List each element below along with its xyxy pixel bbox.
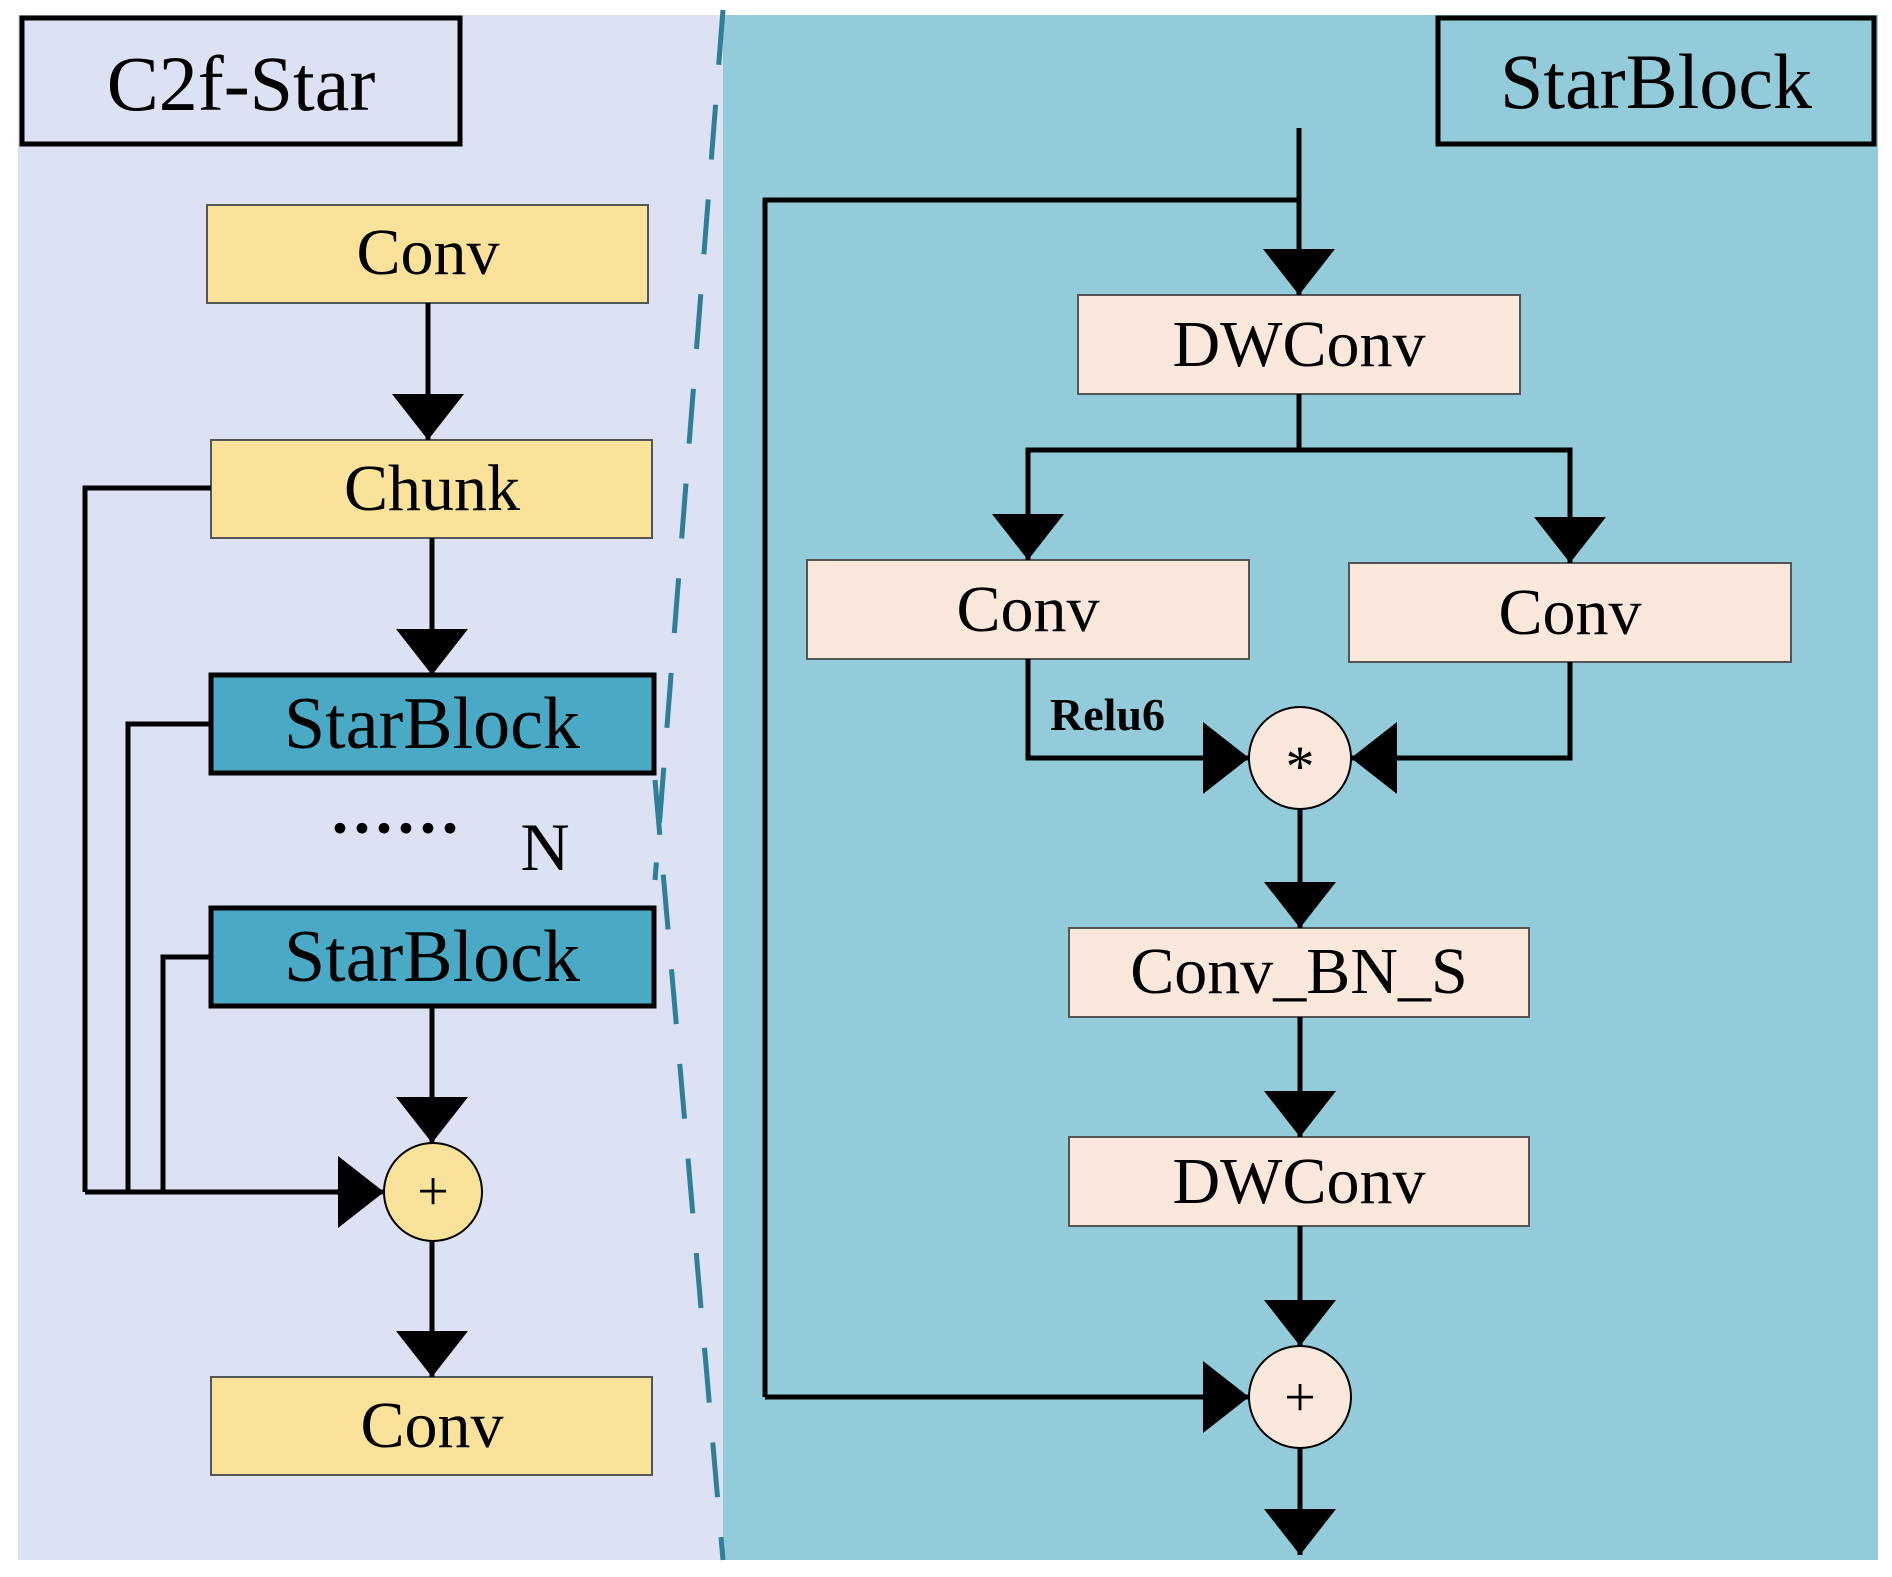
right-title-box: StarBlock: [1435, 15, 1877, 147]
starblock-2-label: StarBlock: [284, 916, 580, 998]
conv-right-block: [1348, 562, 1792, 663]
dwconv-top-block: [1077, 294, 1521, 395]
conv-bottom-block: [210, 1376, 653, 1476]
conv-left-block: [806, 559, 1250, 660]
conv-top-block: [206, 204, 649, 304]
left-title-box: C2f-Star: [19, 15, 463, 147]
left-add-symbol: +: [417, 1161, 449, 1223]
conv-left-label: Conv: [956, 573, 1099, 646]
relu6-label: Relu6: [1050, 689, 1165, 740]
right-add-symbol: +: [1284, 1367, 1316, 1429]
conv-bn-s-label: Conv_BN_S: [1130, 935, 1467, 1008]
skip-chunk-to-add: [82, 485, 211, 1192]
right-title: StarBlock: [1500, 38, 1812, 125]
starblock-2-block: [208, 905, 657, 1009]
panel-divider: [652, 9, 726, 881]
conv-bottom-label: Conv: [360, 1389, 503, 1462]
chunk-block: [210, 439, 653, 539]
arrow-conv-left-to-multiply: [1025, 659, 1249, 794]
repeat-label-n: N: [520, 809, 569, 885]
arrow-conv-right-to-multiply: [1351, 662, 1573, 794]
dwconv-bottom-label: DWConv: [1173, 1145, 1426, 1218]
arrow-split-to-conv-left: [992, 447, 1299, 560]
panel-divider-lower: [652, 779, 726, 1561]
left-title: C2f-Star: [107, 40, 376, 127]
conv-right-label: Conv: [1498, 576, 1641, 649]
chunk-label: Chunk: [344, 452, 520, 525]
repeat-dots: ······: [329, 792, 461, 865]
arrow-split-to-conv-right: [1299, 447, 1606, 563]
skip-starblock1-to-add: [125, 721, 211, 1192]
dwconv-top-label: DWConv: [1173, 308, 1426, 381]
skip-starblock2-to-add: [160, 954, 211, 1192]
conv-top-label: Conv: [356, 216, 499, 289]
starblock-1-label: StarBlock: [284, 683, 580, 765]
multiply-symbol: *: [1286, 734, 1315, 799]
residual-path: [762, 197, 1299, 1397]
